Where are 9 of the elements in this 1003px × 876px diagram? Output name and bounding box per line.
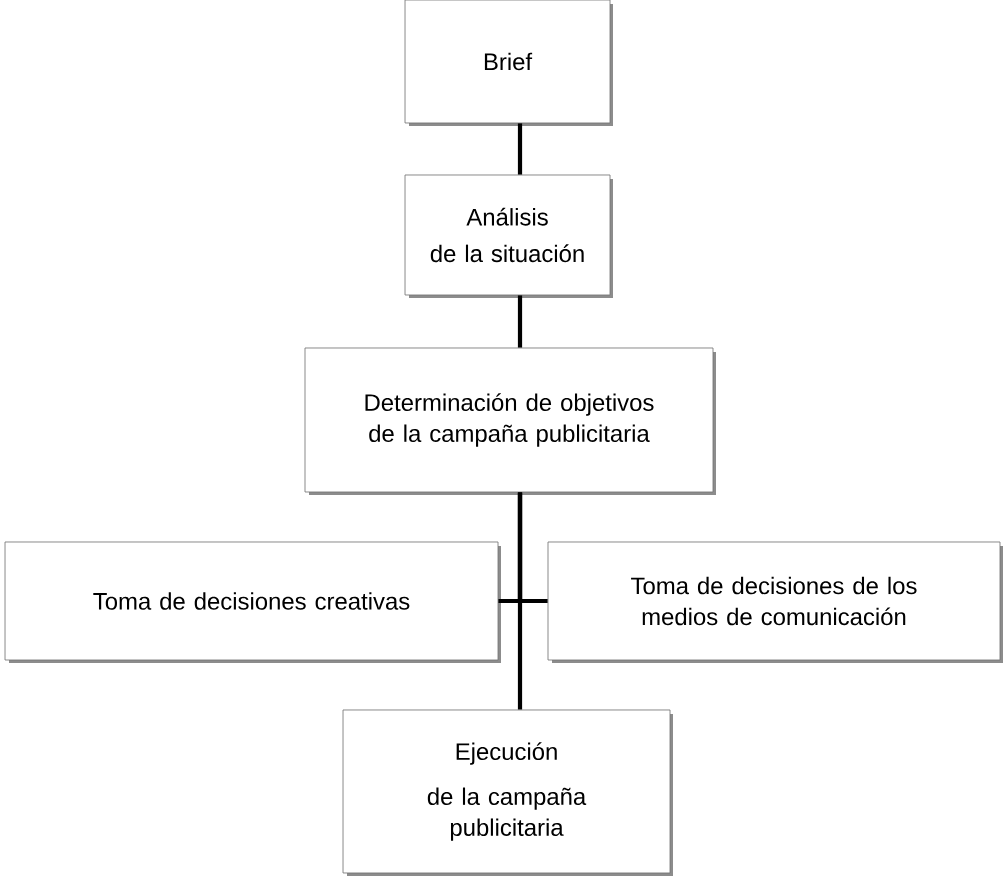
process-box: Determinación de objetivos de la campaña publicitaria <box>304 347 716 495</box>
connector-line <box>517 295 523 348</box>
process-box: Toma de decisiones de los medios de comunicación <box>547 541 1003 663</box>
process-box: Ejecución de la campaña publicitaria <box>342 709 673 876</box>
process-box: Toma de decisiones creativas <box>4 541 501 663</box>
process-box: Análisis de la situación <box>404 174 613 298</box>
connector-line <box>517 492 523 710</box>
process-box: Brief <box>404 0 613 126</box>
connector-line <box>517 123 523 175</box>
